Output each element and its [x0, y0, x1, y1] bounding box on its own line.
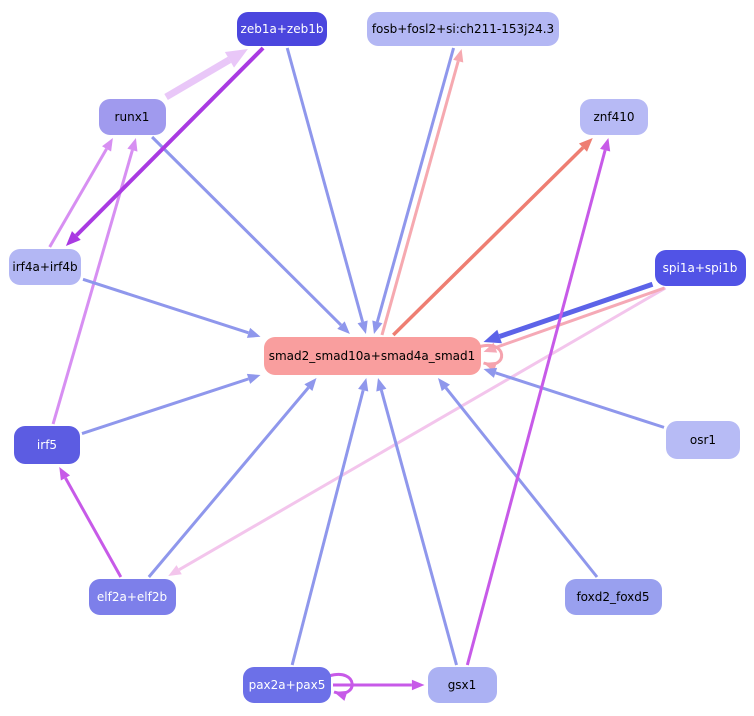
- node-label: osr1: [689, 433, 717, 447]
- node-elf2a_elf2b[interactable]: elf2a+elf2b: [88, 579, 176, 615]
- node-spi1a_spi1b[interactable]: spi1a+spi1b: [654, 250, 746, 286]
- edge-smad-znf410-arrowhead: [578, 138, 593, 152]
- edge-elf2a_elf2b-irf5: [64, 477, 123, 578]
- edge-foxd2_foxd5-smad-arrowhead: [437, 378, 450, 392]
- node-label: runx1: [114, 110, 150, 124]
- edge-smad-fosb-arrowhead: [453, 49, 464, 63]
- node-irf4a_irf4b[interactable]: irf4a+irf4b: [9, 249, 81, 285]
- edge-gsx1-smad: [379, 389, 458, 666]
- edge-zeb1a_zeb1b-smad-arrowhead: [357, 320, 368, 334]
- edge-irf4a_irf4b-runx1-arrowhead: [102, 138, 113, 152]
- edge-irf4a_irf4b-runx1: [48, 148, 108, 248]
- edge-spi1a_spi1b-smad: [494, 286, 665, 350]
- node-label: znf410: [593, 110, 635, 124]
- node-label: pax2a+pax5: [248, 678, 326, 692]
- node-runx1[interactable]: runx1: [98, 99, 166, 135]
- node-label: irf5: [36, 438, 58, 452]
- edge-irf4a_irf4b-smad: [82, 277, 249, 335]
- edge-fosb-smad-arrowhead: [372, 320, 383, 334]
- edge-irf4a_irf4b-smad-arrowhead: [246, 327, 261, 338]
- node-foxd2_foxd5[interactable]: foxd2_foxd5: [564, 579, 662, 615]
- node-osr1[interactable]: osr1: [666, 421, 740, 459]
- edge-gsx1-znf410: [465, 149, 607, 666]
- node-znf410[interactable]: znf410: [580, 99, 648, 135]
- node-label: elf2a+elf2b: [96, 590, 168, 604]
- edge-zeb1a_zeb1b-irf4a_irf4b: [74, 46, 265, 237]
- edge-irf5-runx1: [51, 149, 134, 425]
- node-smad[interactable]: smad2_smad10a+smad4a_smad1: [263, 337, 481, 375]
- node-label: fosb+fosl2+si:ch211-153j24.3: [371, 22, 555, 36]
- edge-irf5-smad: [81, 377, 249, 435]
- edge-runx1-smad-arrowhead: [337, 321, 350, 334]
- edge-gsx1-smad-arrowhead: [376, 378, 387, 392]
- node-pax2a_pax5[interactable]: pax2a+pax5: [243, 667, 331, 703]
- node-label: foxd2_foxd5: [576, 590, 650, 604]
- edge-fosb-smad: [375, 47, 456, 323]
- edge-runx1-smad: [151, 135, 343, 327]
- edge-pax2a_pax5-smad: [290, 389, 365, 666]
- edge-irf5-runx1-arrowhead: [127, 138, 138, 152]
- node-irf5[interactable]: irf5: [14, 426, 80, 464]
- edge-pax2a_pax5-gsx1-arrowhead: [411, 679, 425, 691]
- edge-irf5-smad-arrowhead: [246, 373, 261, 384]
- edge-zeb1a_zeb1b-smad: [285, 47, 365, 323]
- edge-foxd2_foxd5-smad: [444, 386, 599, 578]
- node-fosb[interactable]: fosb+fosl2+si:ch211-153j24.3: [367, 12, 559, 46]
- edge-spi1a_spi1b-smad: [498, 281, 654, 339]
- edge-elf2a_elf2b-smad-arrowhead: [304, 378, 317, 392]
- node-label: irf4a+irf4b: [12, 260, 78, 274]
- node-label: spi1a+spi1b: [662, 261, 738, 275]
- edge-smad-fosb: [380, 60, 460, 336]
- edge-spi1a_spi1b-smad-arrowhead: [483, 329, 502, 344]
- edge-elf2a_elf2b-smad: [147, 386, 310, 578]
- edge-zeb1a_zeb1b-irf4a_irf4b-arrowhead: [65, 231, 81, 246]
- edge-runx1-zeb1a_zeb1b-arrowhead: [224, 49, 248, 68]
- edge-osr1-smad-arrowhead: [483, 367, 498, 378]
- edge-spi1a_spi1b-elf2a_elf2b-arrowhead: [168, 565, 182, 576]
- edge-smad-znf410: [392, 146, 585, 337]
- edge-spi1a_spi1b-elf2a_elf2b: [178, 286, 667, 571]
- edge-pax2a_pax5-smad-arrowhead: [358, 378, 369, 392]
- edge-runx1-zeb1a_zeb1b: [164, 56, 232, 101]
- node-label: zeb1a+zeb1b: [240, 22, 324, 36]
- node-label: smad2_smad10a+smad4a_smad1: [268, 349, 476, 363]
- node-label: gsx1: [447, 678, 477, 692]
- edge-osr1-smad: [495, 371, 665, 429]
- edge-gsx1-znf410-arrowhead: [600, 138, 611, 152]
- edge-pax2a_pax5-pax2a_pax5-arrowhead: [334, 690, 348, 701]
- edge-elf2a_elf2b-irf5-arrowhead: [59, 467, 71, 481]
- node-zeb1a_zeb1b[interactable]: zeb1a+zeb1b: [237, 12, 327, 46]
- node-gsx1[interactable]: gsx1: [427, 667, 497, 703]
